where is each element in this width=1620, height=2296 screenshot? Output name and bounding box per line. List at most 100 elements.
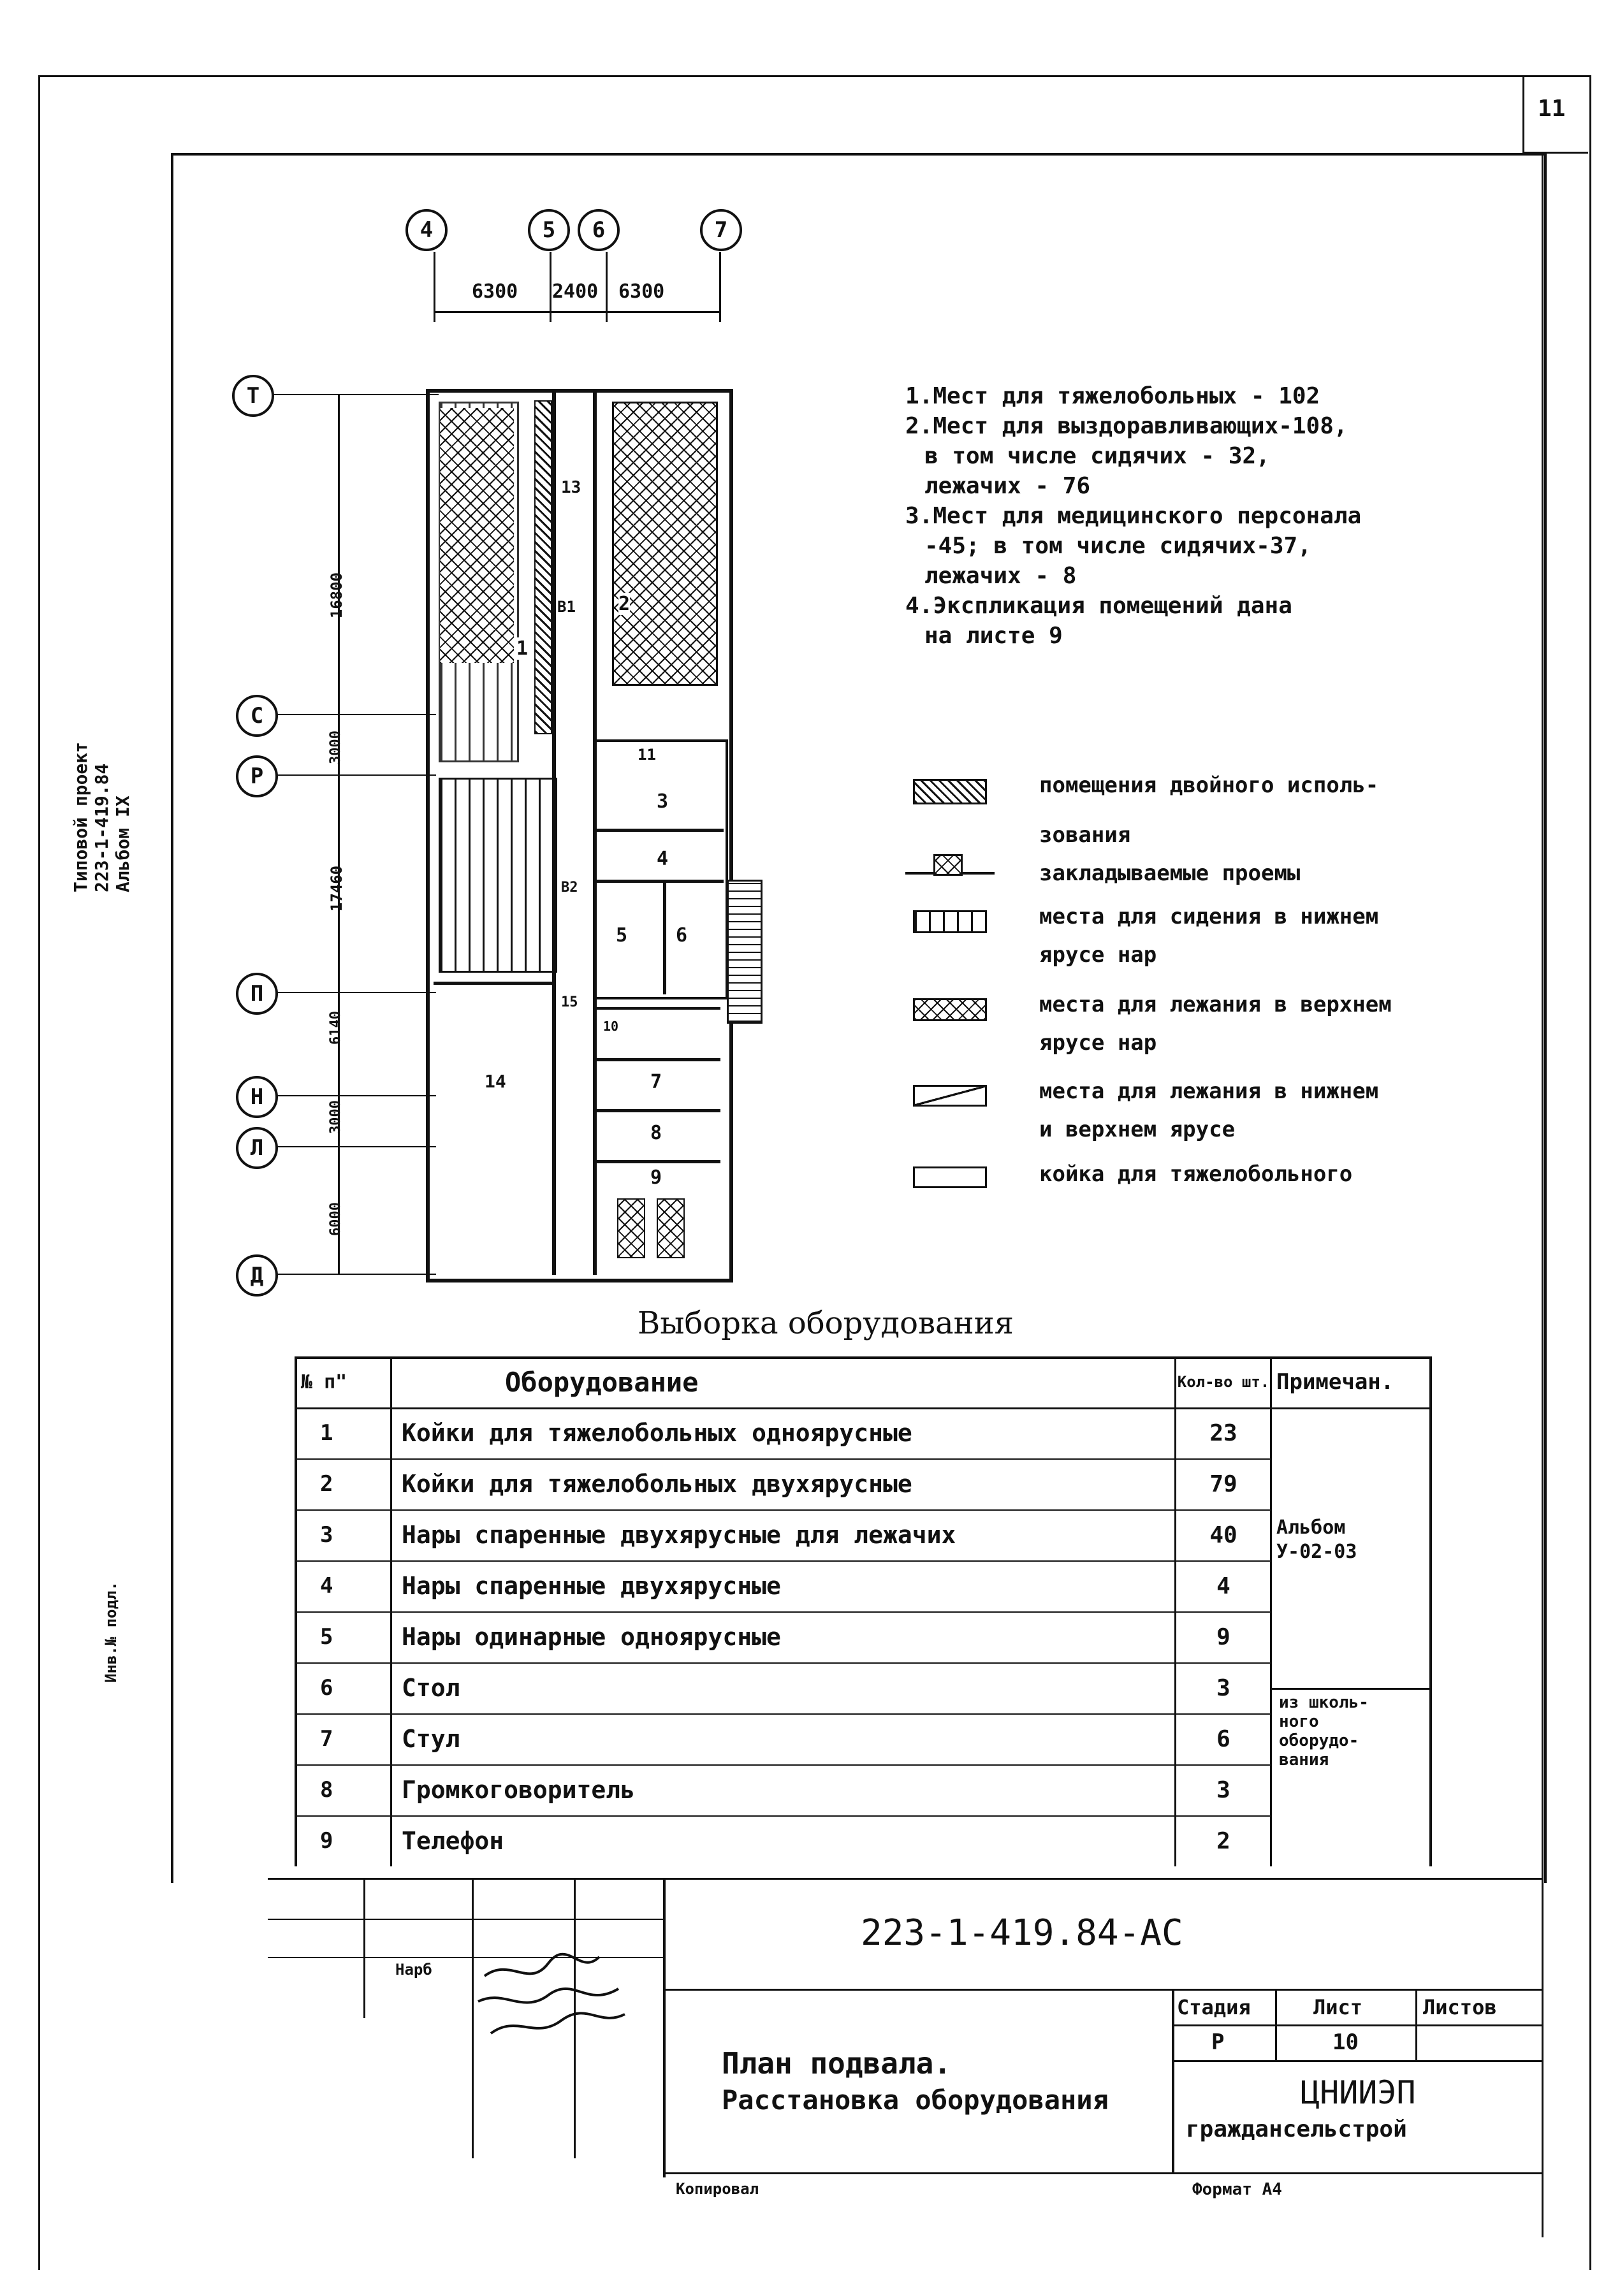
dim-left: 17460 — [328, 865, 346, 912]
org-name-2: граждансельстрой — [1186, 2116, 1407, 2142]
signatures — [478, 1952, 625, 2035]
equipment-name: Громкоговоритель — [402, 1776, 636, 1804]
double-use-strip — [534, 400, 552, 734]
equipment-qty: 6 — [1216, 1726, 1230, 1752]
axis-bubble-left: Т — [232, 375, 274, 417]
note-line: в том числе сидячих - 32, — [924, 443, 1270, 469]
header-cell: № п" — [301, 1370, 347, 1393]
bunks-left-upper-lying — [440, 408, 514, 663]
equipment-qty: 2 — [1216, 1827, 1230, 1854]
row-number: 5 — [320, 1624, 333, 1650]
dim-top: 6300 — [618, 280, 665, 303]
wall — [434, 982, 555, 985]
tb-line — [363, 1878, 365, 2018]
legend-text: и верхнем ярусе — [1039, 1117, 1236, 1142]
axis-leader — [273, 394, 439, 395]
tb-line — [1415, 1989, 1417, 2060]
corner-number-box — [1522, 75, 1588, 154]
note-line: 2.Мест для выздоравливающих-108, — [905, 413, 1348, 439]
dim-left: 6140 — [327, 1011, 344, 1045]
note-line: 1.Мест для тяжелобольных - 102 — [905, 383, 1320, 409]
room-label: 15 — [561, 994, 578, 1010]
bunks-right-upper — [612, 402, 718, 686]
row-number: 2 — [320, 1471, 333, 1497]
room-label: 11 — [638, 746, 656, 764]
equipment-qty: 40 — [1209, 1522, 1237, 1548]
bed-icon — [913, 1166, 987, 1188]
tb-line — [472, 1878, 474, 2158]
equipment-title: Выборка оборудования — [638, 1305, 1014, 1341]
note-line: на листе 9 — [924, 623, 1063, 649]
row-number: 9 — [320, 1828, 333, 1854]
room-label: 13 — [561, 478, 581, 497]
right-frame-line — [1542, 153, 1543, 2237]
axis-leader — [277, 714, 436, 715]
stage-header: Стадия — [1177, 1995, 1251, 2019]
row-divider — [295, 1611, 1270, 1613]
tb-line — [268, 1919, 663, 1920]
side-stamp: Типовой проект 223-1-419.84 Альбом IX — [70, 742, 133, 892]
equipment-qty: 3 — [1216, 1776, 1230, 1803]
room-label: 8 — [650, 1122, 662, 1144]
header-cell: Оборудование — [505, 1366, 699, 1398]
dim-line-top — [434, 311, 720, 313]
dim-left: 3000 — [327, 1100, 344, 1134]
row-number: 7 — [320, 1726, 333, 1752]
axis-leader — [277, 1095, 436, 1096]
stair — [727, 880, 763, 1024]
header-cell: Кол-во шт. — [1177, 1373, 1270, 1391]
tb-line — [663, 1878, 666, 2177]
dim-tick — [434, 252, 435, 322]
row-divider — [295, 1713, 1270, 1715]
legend-text: койка для тяжелобольного — [1039, 1161, 1353, 1187]
equipment-name: Нары спаренные двухярусные — [402, 1572, 781, 1600]
equipment-name: Нары спаренные двухярусные для лежачих — [402, 1521, 956, 1549]
note-group-b: из школь- ного оборудо- вания — [1279, 1693, 1369, 1769]
room-label: 1 — [516, 637, 529, 660]
dim-left: 6000 — [327, 1202, 344, 1236]
dim-tick — [719, 252, 721, 322]
dim-left: 16800 — [328, 572, 346, 619]
note-line: из школь- — [1279, 1693, 1369, 1712]
room-label: 6 — [676, 924, 688, 947]
note-line: лежачих - 76 — [924, 473, 1091, 499]
axis-leader — [277, 1146, 436, 1147]
header-divider — [295, 1407, 1429, 1409]
side-stamp-line: Типовой проект — [70, 741, 91, 892]
equipment-qty: 9 — [1216, 1624, 1230, 1650]
sheet-corner-number: 11 — [1538, 96, 1566, 122]
signer-role: Нарб — [395, 1961, 432, 1979]
room-label: В1 — [557, 598, 576, 616]
equipment-name: Койки для тяжелобольных одноярусные — [402, 1419, 912, 1447]
legend-text: помещения двойного исполь- — [1039, 773, 1379, 798]
legend-text: ярусе нар — [1039, 1030, 1157, 1056]
row-divider — [295, 1662, 1270, 1664]
room-label: 9 — [650, 1166, 662, 1189]
row-divider — [295, 1458, 1270, 1460]
stage-value: Р — [1211, 2030, 1225, 2055]
tb-line — [1172, 2024, 1543, 2026]
note-line: оборудо- — [1279, 1731, 1359, 1750]
lying-bunk-upper-icon — [913, 998, 987, 1021]
legend-text: места для лежания в нижнем — [1039, 1079, 1379, 1104]
format-label: Формат А4 — [1192, 2180, 1282, 2199]
equipment-table: № п" Оборудование Кол-во шт. Примечан. 1… — [295, 1356, 1432, 1866]
room9-bunks — [657, 1198, 685, 1258]
dim-left: 3000 — [327, 730, 344, 764]
sheet-frame — [38, 75, 1591, 2270]
double-use-hatch-icon — [913, 779, 987, 804]
tb-line — [663, 1989, 1543, 1991]
tb-bottom — [663, 2172, 1543, 2174]
lying-bunk-both-icon — [913, 1085, 987, 1107]
room-label: 7 — [650, 1071, 662, 1093]
axis-bubble-top: 7 — [700, 209, 742, 251]
dim-line-left — [338, 394, 340, 1274]
axis-bubble-left: П — [236, 973, 278, 1015]
axis-bubble-left: Л — [236, 1127, 278, 1169]
side-stamp-2: Инв.№ подл. — [102, 1581, 120, 1683]
wall — [593, 389, 597, 1275]
axis-bubble-left: С — [236, 695, 278, 737]
header-cell: Примечан. — [1276, 1369, 1394, 1395]
col-divider — [1270, 1356, 1272, 1866]
note-line: У-02-03 — [1276, 1541, 1357, 1563]
